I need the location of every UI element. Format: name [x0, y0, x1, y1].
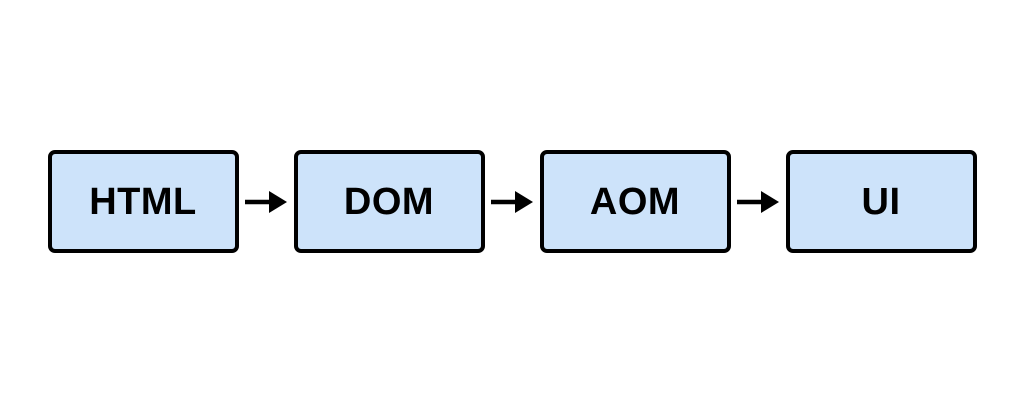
node-ui-label: UI: [861, 180, 901, 223]
flow-row: HTML DOM AOM UI: [47, 150, 977, 253]
node-dom: DOM: [293, 150, 485, 253]
node-html-label: HTML: [89, 180, 197, 223]
node-dom-label: DOM: [343, 180, 435, 223]
node-html: HTML: [47, 150, 239, 253]
connector-aom-ui: [731, 150, 786, 253]
arrow-right-icon: [491, 190, 533, 213]
connector-dom-aom: [485, 150, 540, 253]
arrow-right-icon: [737, 190, 779, 213]
node-ui: UI: [785, 150, 977, 253]
node-aom-label: AOM: [589, 180, 681, 223]
connector-html-dom: [239, 150, 294, 253]
node-aom: AOM: [539, 150, 731, 253]
arrow-right-icon: [245, 190, 287, 213]
